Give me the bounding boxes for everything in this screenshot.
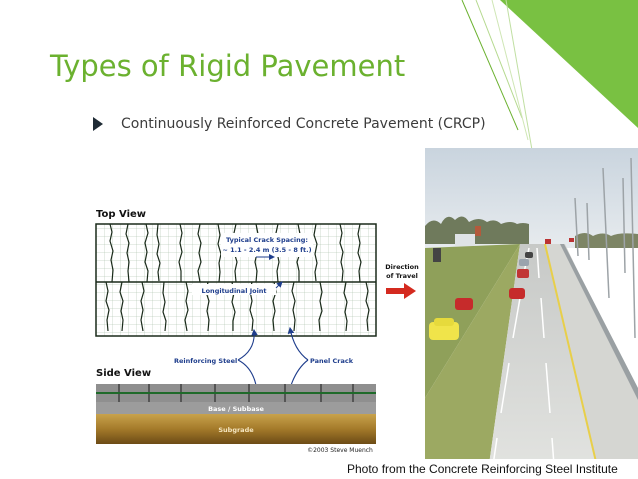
photo-credit: Photo from the Concrete Reinforcing Stee…: [341, 459, 638, 479]
triangle-bullet-icon: [93, 117, 103, 131]
crack-spacing-value: ~ 1.1 - 2.4 m (3.5 - 8 ft.): [222, 246, 311, 254]
reinforcing-steel-label: Reinforcing Steel: [174, 357, 237, 365]
crack-spacing-label: Typical Crack Spacing:: [226, 236, 308, 244]
longitudinal-joint-callout: [192, 284, 276, 295]
direction-arrow-icon: [386, 283, 416, 299]
subgrade-label: Subgrade: [218, 426, 254, 434]
slide-title: Types of Rigid Pavement: [50, 49, 406, 83]
direction-label-2: of Travel: [386, 272, 418, 280]
direction-label: Direction: [385, 263, 419, 271]
highway-cars: [429, 238, 574, 340]
crack-spacing-callout: [221, 233, 313, 257]
copyright-text: ©2003 Steve Muench: [307, 447, 373, 454]
bullet-item: Continuously Reinforced Concrete Pavemen…: [93, 114, 486, 134]
subgrade-layer: [96, 414, 376, 444]
base-subbase-label: Base / Subbase: [208, 405, 264, 413]
bullet-text: Continuously Reinforced Concrete Pavemen…: [121, 116, 486, 132]
longitudinal-joint-label: Longitudinal Joint: [201, 287, 266, 295]
base-subbase-layer: [96, 402, 376, 414]
panel-crack-label: Panel Crack: [310, 357, 354, 365]
top-view-label: Top View: [96, 209, 146, 220]
crcp-diagram: Top View: [88, 196, 426, 460]
highway-photo: [425, 148, 638, 479]
side-view-label: Side View: [96, 368, 151, 379]
